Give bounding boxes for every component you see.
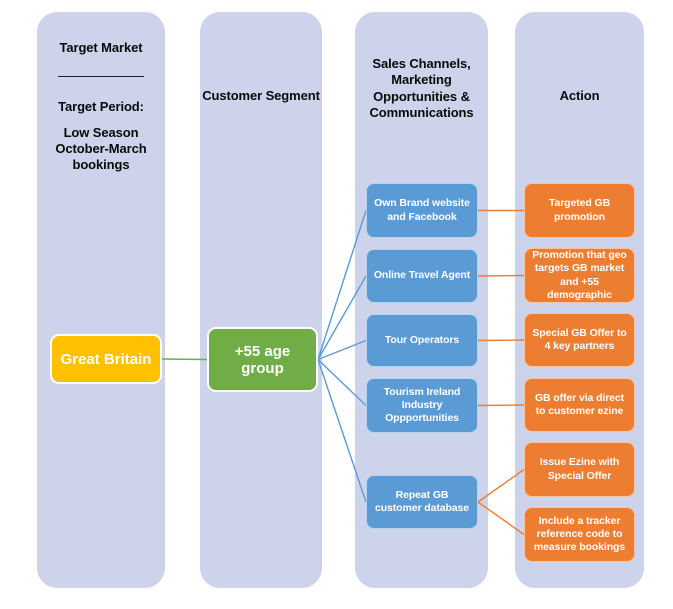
target-period-label: Target Period: [58, 99, 144, 115]
panel-title-sales-channels: Sales Channels, Marketing Opportunities … [369, 56, 474, 120]
panel-target-market: Target Market Target Period: Low Season … [37, 12, 165, 588]
node-issue-ezine: Issue Ezine with Special Offer [524, 442, 635, 497]
node-repeat-gb-database: Repeat GB customer database [366, 475, 478, 529]
node-tracker-reference: Include a tracker reference code to meas… [524, 507, 635, 562]
target-market-divider [58, 76, 144, 78]
target-period-value: Low Season October-March bookings [55, 124, 147, 173]
node-tour-operators: Tour Operators [366, 314, 478, 367]
node-great-britain: Great Britain [50, 334, 162, 384]
node-55-age-group: +55 age group [207, 327, 318, 392]
panel-title-target-market: Target Market [59, 40, 143, 55]
panel-title-customer-segment: Customer Segment [202, 88, 320, 103]
node-geo-targeted-promotion: Promotion that geo targets GB market and… [524, 248, 635, 303]
node-online-travel-agent: Online Travel Agent [366, 249, 478, 303]
node-gb-offer-ezine: GB offer via direct to customer ezine [524, 378, 635, 432]
node-special-gb-offer: Special GB Offer to 4 key partners [524, 313, 635, 367]
panel-customer-segment: Customer Segment [200, 12, 322, 588]
panel-title-action: Action [559, 88, 600, 103]
node-tourism-ireland: Tourism Ireland Industry Oppportunities [366, 378, 478, 433]
node-own-brand-website: Own Brand website and Facebook [366, 183, 478, 238]
node-targeted-gb-promotion: Targeted GB promotion [524, 183, 635, 238]
